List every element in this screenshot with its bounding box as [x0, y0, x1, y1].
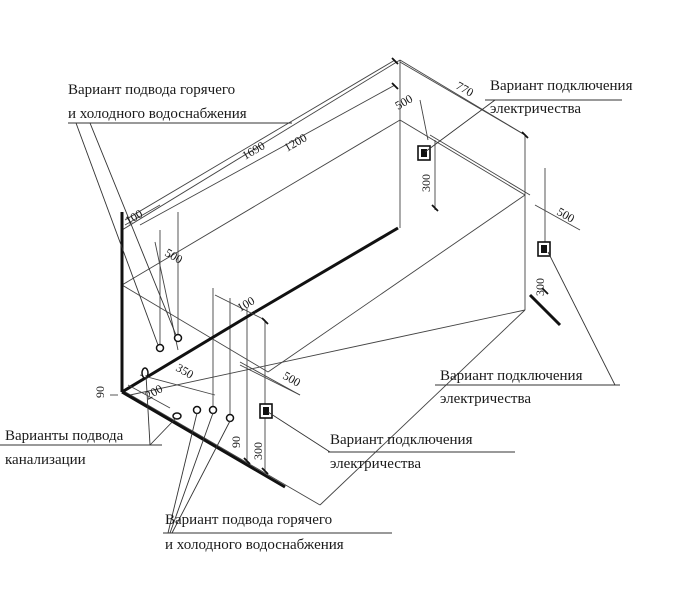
sewer-line2: канализации: [5, 452, 86, 468]
elec-front-line1: Вариант подключения: [330, 432, 473, 448]
dim-200: 200: [143, 381, 166, 402]
elec-right-line1: Вариант подключения: [440, 368, 583, 384]
dimension-lines: [124, 57, 549, 475]
dim-300-front: 300: [251, 442, 265, 460]
dim-90-left: 90: [93, 386, 107, 398]
dim-770: 770: [454, 78, 477, 99]
dim-350: 350: [174, 360, 197, 381]
sewer-line1: Варианты подвода: [5, 428, 124, 444]
water-bottom-line1: Вариант подвода горячего: [165, 512, 332, 528]
dim-500-left: 500: [163, 245, 186, 266]
water-inlet-icons: [155, 333, 235, 423]
dim-500-right: 500: [555, 204, 578, 225]
drain-icons: [141, 367, 182, 420]
dim-1690: 1690: [240, 138, 268, 162]
socket-front-icon: [259, 403, 273, 419]
dim-300-back: 300: [419, 174, 433, 192]
water-bottom-line2: и холодного водоснабжения: [165, 537, 344, 553]
elec-top-line2: электричества: [490, 101, 581, 117]
dim-90-front: 90: [229, 436, 243, 448]
leader-lines: [0, 99, 622, 534]
dim-300-right: 300: [533, 278, 547, 296]
socket-back-icon: [417, 145, 431, 161]
water-top-line2: и холодного водоснабжения: [68, 106, 247, 122]
elec-front-line2: электричества: [330, 456, 421, 472]
construction-lines: [110, 59, 581, 506]
socket-right-icon: [537, 241, 551, 257]
tub-outline: [120, 212, 562, 489]
dim-500-top: 500: [393, 91, 416, 112]
water-top-line1: Вариант подвода горячего: [68, 82, 235, 98]
elec-right-line2: электричества: [440, 391, 531, 407]
elec-top-line1: Вариант подключения: [490, 78, 633, 94]
